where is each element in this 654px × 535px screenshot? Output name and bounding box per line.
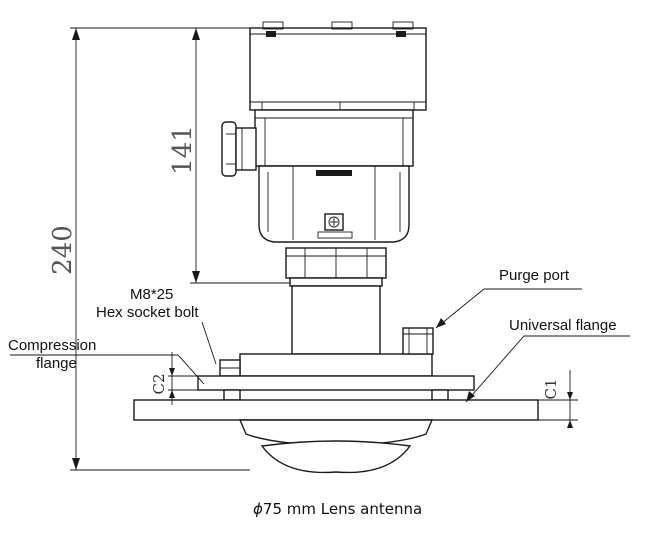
hex-bolt-callout: M8*25 Hex socket bolt <box>96 286 217 365</box>
process-adapter <box>285 247 387 355</box>
c1-label: C1 <box>542 378 560 399</box>
universal-flange-callout: Universal flange <box>465 317 630 403</box>
lens-antenna-dome <box>238 419 434 474</box>
caption-text: 75 mm Lens antenna <box>263 500 422 518</box>
compression-flange-label-line2: flange <box>36 355 77 372</box>
hex-bolt-size-label: M8*25 <box>130 286 173 303</box>
phi-symbol: ϕ <box>253 500 263 518</box>
universal-flange-label: Universal flange <box>509 317 617 334</box>
housing-height-dimension: 141 <box>168 28 290 284</box>
c2-label: C2 <box>150 373 168 394</box>
figure-caption: ϕ75 mm Lens antenna <box>253 500 422 518</box>
compression-flange-callout: Compression flange <box>8 337 205 385</box>
hex-bolt-type-label: Hex socket bolt <box>96 304 199 321</box>
purge-port-label: Purge port <box>499 267 570 284</box>
housing-height-label: 141 <box>168 125 198 175</box>
overall-height-label: 240 <box>48 225 78 275</box>
overall-height-dimension: 240 <box>48 27 250 471</box>
purge-port-callout: Purge port <box>435 267 582 329</box>
enclosure-housing <box>221 21 427 243</box>
compression-flange-label-line1: Compression <box>8 337 96 354</box>
flange-assembly <box>133 327 578 428</box>
